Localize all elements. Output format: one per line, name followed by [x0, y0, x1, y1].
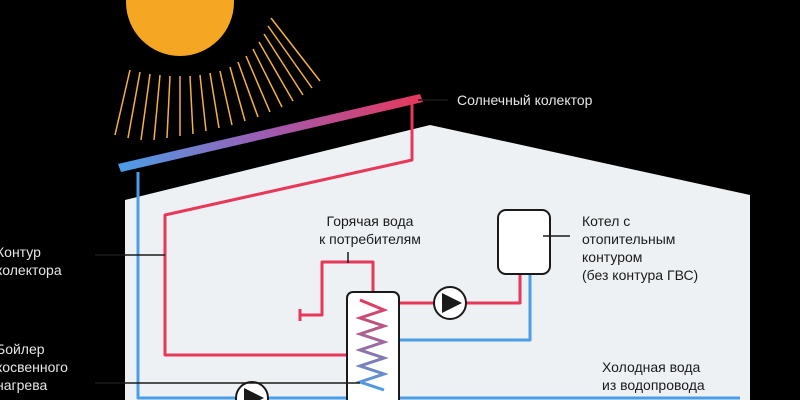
boiler-icon [497, 209, 551, 275]
indirect-boiler-label: Бойлер косвенного нагрева [0, 340, 68, 394]
pump-icon [433, 286, 467, 320]
boiler-label-line1: Котел с [582, 213, 631, 229]
cold-water-label: Холодная вода из водопровода [602, 358, 705, 394]
boiler-label-line3: контуром [582, 249, 643, 265]
boiler-label: Котел с отопительным контуром (без конту… [582, 212, 698, 284]
hot-water-label-line2: к потребителям [319, 231, 421, 247]
house-outline [125, 125, 750, 400]
leader-lines [95, 99, 570, 384]
cold-water-pipes [136, 172, 740, 400]
collector-loop-label-line1: Контур [0, 244, 41, 260]
collector-loop-label-line2: колектора [0, 262, 62, 278]
indirect-boiler-label-line3: нагрева [0, 377, 48, 393]
cold-water-label-line1: Холодная вода [602, 359, 701, 375]
sun-rays [114, 17, 321, 141]
water-heater-tank-icon [346, 291, 400, 400]
hot-water-label: Горячая вода к потребителям [290, 212, 450, 248]
cold-water-label-line2: из водопровода [602, 377, 705, 393]
indirect-boiler-label-line1: Бойлер [0, 341, 45, 357]
pump-icon [235, 381, 269, 400]
boiler-label-line4: (без контура ГВС) [582, 267, 699, 283]
solar-collector-label: Солнечный колектор [457, 92, 593, 108]
sun-icon [126, 0, 234, 56]
hot-water-label-line1: Горячая вода [326, 213, 414, 229]
boiler-label-line2: отопительным [582, 231, 676, 247]
solar-collector-panel [118, 94, 423, 172]
indirect-boiler-label-line2: косвенного [0, 359, 68, 375]
collector-loop-label: Контур колектора [0, 243, 62, 279]
